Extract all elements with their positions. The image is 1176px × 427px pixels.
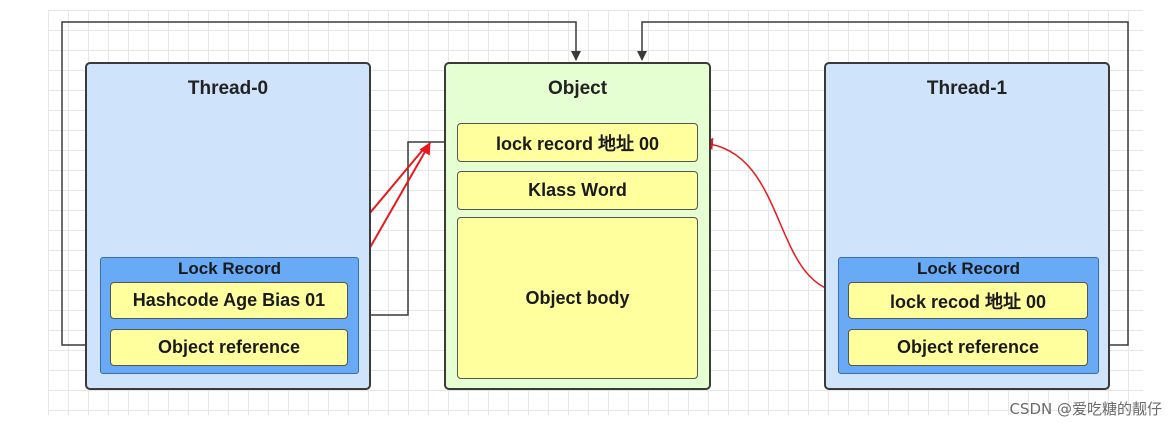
thread1-object-reference-link — [637, 21, 1129, 346]
thread-1-title: Thread-1 — [926, 78, 1008, 99]
thread-0-hashcode-field: Hashcode Age Bias 01 — [110, 282, 348, 319]
mark-word-cell: lock record 地址 00 — [457, 123, 698, 162]
thread-1-box: Thread-1 Lock Record lock recod 地址 00 Ob… — [824, 62, 1110, 390]
watermark: CSDN @爱吃糖的靓仔 — [1009, 400, 1162, 418]
thread-1-object-reference-field: Object reference — [848, 329, 1088, 366]
thread-1-lock-record-title: Lock Record — [917, 259, 1020, 278]
klass-word-cell: Klass Word — [457, 171, 698, 210]
thread-0-object-reference-field: Object reference — [110, 329, 348, 366]
thread-0-box: Thread-0 Lock Record Hashcode Age Bias 0… — [85, 62, 371, 390]
markword-thread1-curve — [701, 137, 847, 299]
thread-0-title: Thread-0 — [187, 78, 269, 99]
thread0-object-reference-link — [61, 21, 581, 346]
markword-to-thread0-link — [359, 141, 457, 320]
thread-0-lock-record: Lock Record Hashcode Age Bias 01 Object … — [100, 257, 359, 374]
object-box: Object lock record 地址 00 Klass Word Obje… — [444, 62, 711, 390]
object-body-cell: Object body — [457, 217, 698, 379]
thread-0-lock-record-title: Lock Record — [178, 259, 281, 278]
thread-1-lock-record-address-field: lock recod 地址 00 — [848, 282, 1088, 319]
thread-1-lock-record: Lock Record lock recod 地址 00 Object refe… — [838, 257, 1099, 374]
object-title: Object — [547, 78, 608, 99]
